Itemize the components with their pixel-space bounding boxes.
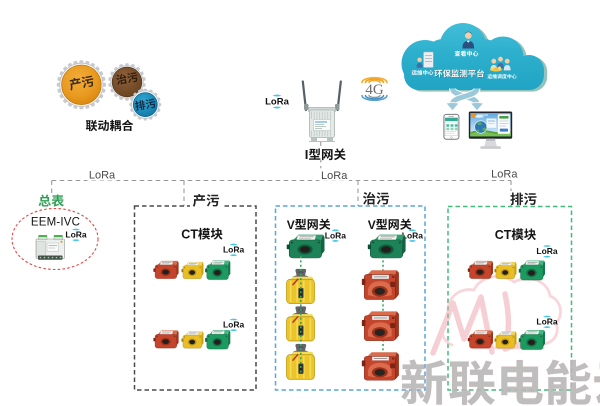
svg-text:V: V bbox=[287, 218, 295, 232]
svg-text:LoRa: LoRa bbox=[536, 317, 558, 327]
svg-text:CT: CT bbox=[495, 228, 512, 242]
svg-text:LoRa: LoRa bbox=[402, 230, 424, 240]
svg-text:LoRa: LoRa bbox=[65, 230, 87, 240]
svg-text:4G: 4G bbox=[365, 82, 384, 98]
svg-text:I: I bbox=[305, 147, 309, 162]
svg-text:EEM-IVC: EEM-IVC bbox=[31, 217, 80, 229]
svg-text:LoRa: LoRa bbox=[536, 246, 558, 256]
svg-text:LoRa: LoRa bbox=[325, 230, 347, 240]
svg-text:LoRa: LoRa bbox=[89, 170, 116, 182]
svg-text:V: V bbox=[368, 218, 376, 232]
svg-text:CT: CT bbox=[181, 228, 198, 242]
svg-text:LoRa: LoRa bbox=[223, 245, 245, 255]
svg-text:LoRa: LoRa bbox=[223, 320, 245, 330]
svg-text:LoRa: LoRa bbox=[265, 97, 289, 108]
svg-text:LoRa: LoRa bbox=[491, 169, 518, 181]
svg-text:LoRa: LoRa bbox=[321, 170, 348, 182]
